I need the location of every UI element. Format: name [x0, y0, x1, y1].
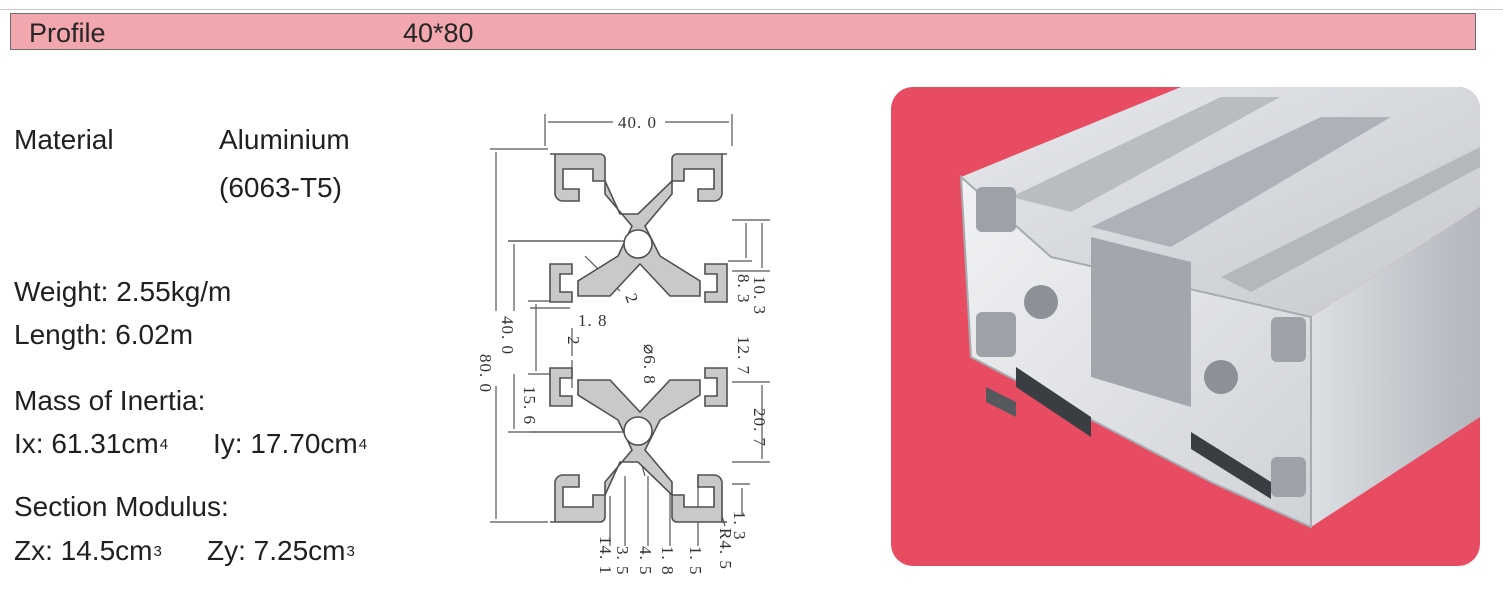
dim-2-diag: 2 — [621, 291, 642, 306]
dim-12-7: 12. 7 — [734, 336, 753, 375]
ix-exponent: 4 — [159, 436, 169, 453]
dim-3-5: 3. 5 — [613, 546, 632, 576]
dim-r4-5: R4. 5 — [716, 528, 735, 570]
weight-text: Weight: 2.55kg/m — [14, 276, 232, 307]
dim-14-1: 14. 1 — [596, 536, 615, 575]
dim-15-6: 15. 6 — [520, 386, 539, 425]
dim-hole-diameter: ⌀6. 8 — [640, 344, 659, 385]
material-value-line2: (6063-T5) — [219, 172, 342, 203]
dim-width: 40. 0 — [618, 113, 657, 132]
material-label: Material — [14, 124, 114, 155]
aluminium-profile-image — [959, 87, 1480, 529]
dim-1-3: 1. 3 — [730, 511, 749, 541]
zx-text: Zx: 14.5cm — [14, 535, 153, 566]
zy-text: Zy: 7.25cm — [207, 535, 346, 566]
zx-value: Zx: 14.5cm3 — [14, 532, 162, 570]
length-text: Length: 6.02m — [14, 319, 194, 350]
dim-4-5: 4. 5 — [636, 546, 655, 576]
center-holes — [623, 229, 653, 446]
dim-1-8-bottom: 1. 8 — [658, 546, 677, 576]
dim-1-5: 1. 5 — [686, 546, 705, 576]
modulus-title: Section Modulus: — [14, 491, 229, 522]
profile-cross-section-drawing: 40. 0 80. 0 40. 0 1. 8 2 15. 6 2 ⌀6. 8 1… — [476, 113, 770, 576]
zy-exponent: 3 — [346, 543, 355, 560]
profile-label: Profile — [29, 18, 106, 48]
dim-2-left: 2 — [564, 336, 583, 346]
dim-20-7: 20. 7 — [750, 408, 769, 447]
product-photo — [891, 87, 1480, 566]
profile-header-bar: Profile 40*80 — [10, 13, 1476, 50]
dim-1-8-left: 1. 8 — [578, 311, 608, 330]
profile-value: 40*80 — [403, 18, 474, 48]
iy-exponent: 4 — [358, 436, 368, 453]
dim-inner-height: 40. 0 — [498, 316, 517, 355]
dim-height: 80. 0 — [476, 354, 495, 393]
material-value-line1: Aluminium — [219, 124, 350, 155]
dim-8-3: 8. 3 — [734, 274, 753, 304]
ix-value: Ix: 61.31cm4 — [14, 425, 168, 463]
iy-value: Iy: 17.70cm4 — [213, 425, 367, 463]
inertia-title: Mass of Inertia: — [14, 385, 206, 416]
zy-value: Zy: 7.25cm3 — [207, 532, 355, 570]
ix-text: Ix: 61.31cm — [14, 428, 159, 459]
zx-exponent: 3 — [153, 543, 162, 560]
top-rule — [0, 9, 1503, 10]
dimension-lines — [490, 114, 770, 546]
iy-text: Iy: 17.70cm — [213, 428, 358, 459]
dim-10-3: 10. 3 — [750, 276, 769, 315]
